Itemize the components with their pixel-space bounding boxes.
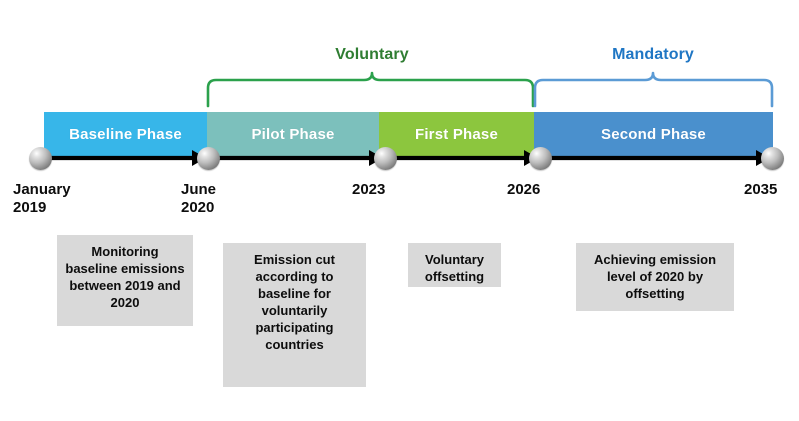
phase-label-pilot: Pilot Phase bbox=[251, 125, 335, 143]
phase-label-second: Second Phase bbox=[601, 125, 706, 143]
milestone-label-2026-line1: 2026 bbox=[507, 181, 541, 198]
phase-label-baseline: Baseline Phase bbox=[69, 125, 182, 143]
milestone-node-2020[interactable] bbox=[197, 147, 220, 170]
description-text-second: Achieving emission level of 2020 by offs… bbox=[593, 252, 717, 301]
milestone-label-2020-line1: June bbox=[181, 181, 217, 198]
milestone-label-2020-line2: 2020 bbox=[181, 199, 215, 216]
group-label-voluntary-text: Voluntary bbox=[335, 46, 409, 63]
milestone-node-2026[interactable] bbox=[529, 147, 552, 170]
phase-label-first: First Phase bbox=[414, 125, 499, 143]
description-box-baseline: Monitoring baseline emissions between 20… bbox=[57, 235, 193, 326]
milestone-node-2023[interactable] bbox=[374, 147, 397, 170]
phase-bar-second[interactable]: Second Phase bbox=[534, 112, 773, 156]
milestone-label-2019-line2: 2019 bbox=[13, 199, 47, 216]
milestone-node-2019[interactable] bbox=[29, 147, 52, 170]
milestone-label-2035-line1: 2035 bbox=[744, 181, 778, 198]
description-text-first: Voluntary offsetting bbox=[424, 252, 485, 284]
group-label-mandatory-text: Mandatory bbox=[612, 46, 694, 63]
group-label-voluntary: Voluntary bbox=[292, 46, 452, 64]
description-box-first: Voluntary offsetting bbox=[408, 243, 501, 287]
milestone-label-2026: 2026 bbox=[507, 181, 540, 199]
description-text-baseline: Monitoring baseline emissions between 20… bbox=[65, 244, 185, 310]
milestone-label-2019: January 2019 bbox=[13, 181, 71, 217]
phase-bar-pilot[interactable]: Pilot Phase bbox=[207, 112, 379, 156]
description-box-pilot: Emission cut according to baseline for v… bbox=[223, 243, 366, 387]
phase-bar-baseline[interactable]: Baseline Phase bbox=[44, 112, 207, 156]
voluntary-bracket-path bbox=[206, 71, 535, 108]
milestone-label-2035: 2035 bbox=[744, 181, 777, 199]
mandatory-bracket-path bbox=[533, 71, 774, 108]
phase-bar-first[interactable]: First Phase bbox=[379, 112, 534, 156]
group-label-mandatory: Mandatory bbox=[573, 46, 733, 64]
description-box-second: Achieving emission level of 2020 by offs… bbox=[576, 243, 734, 311]
milestone-label-2023-line1: 2023 bbox=[352, 181, 386, 198]
milestone-label-2020: June 2020 bbox=[181, 181, 216, 217]
milestone-node-2035[interactable] bbox=[761, 147, 784, 170]
milestone-label-2019-line1: January bbox=[13, 181, 71, 198]
milestone-label-2023: 2023 bbox=[352, 181, 385, 199]
description-text-pilot: Emission cut according to baseline for v… bbox=[254, 252, 335, 352]
